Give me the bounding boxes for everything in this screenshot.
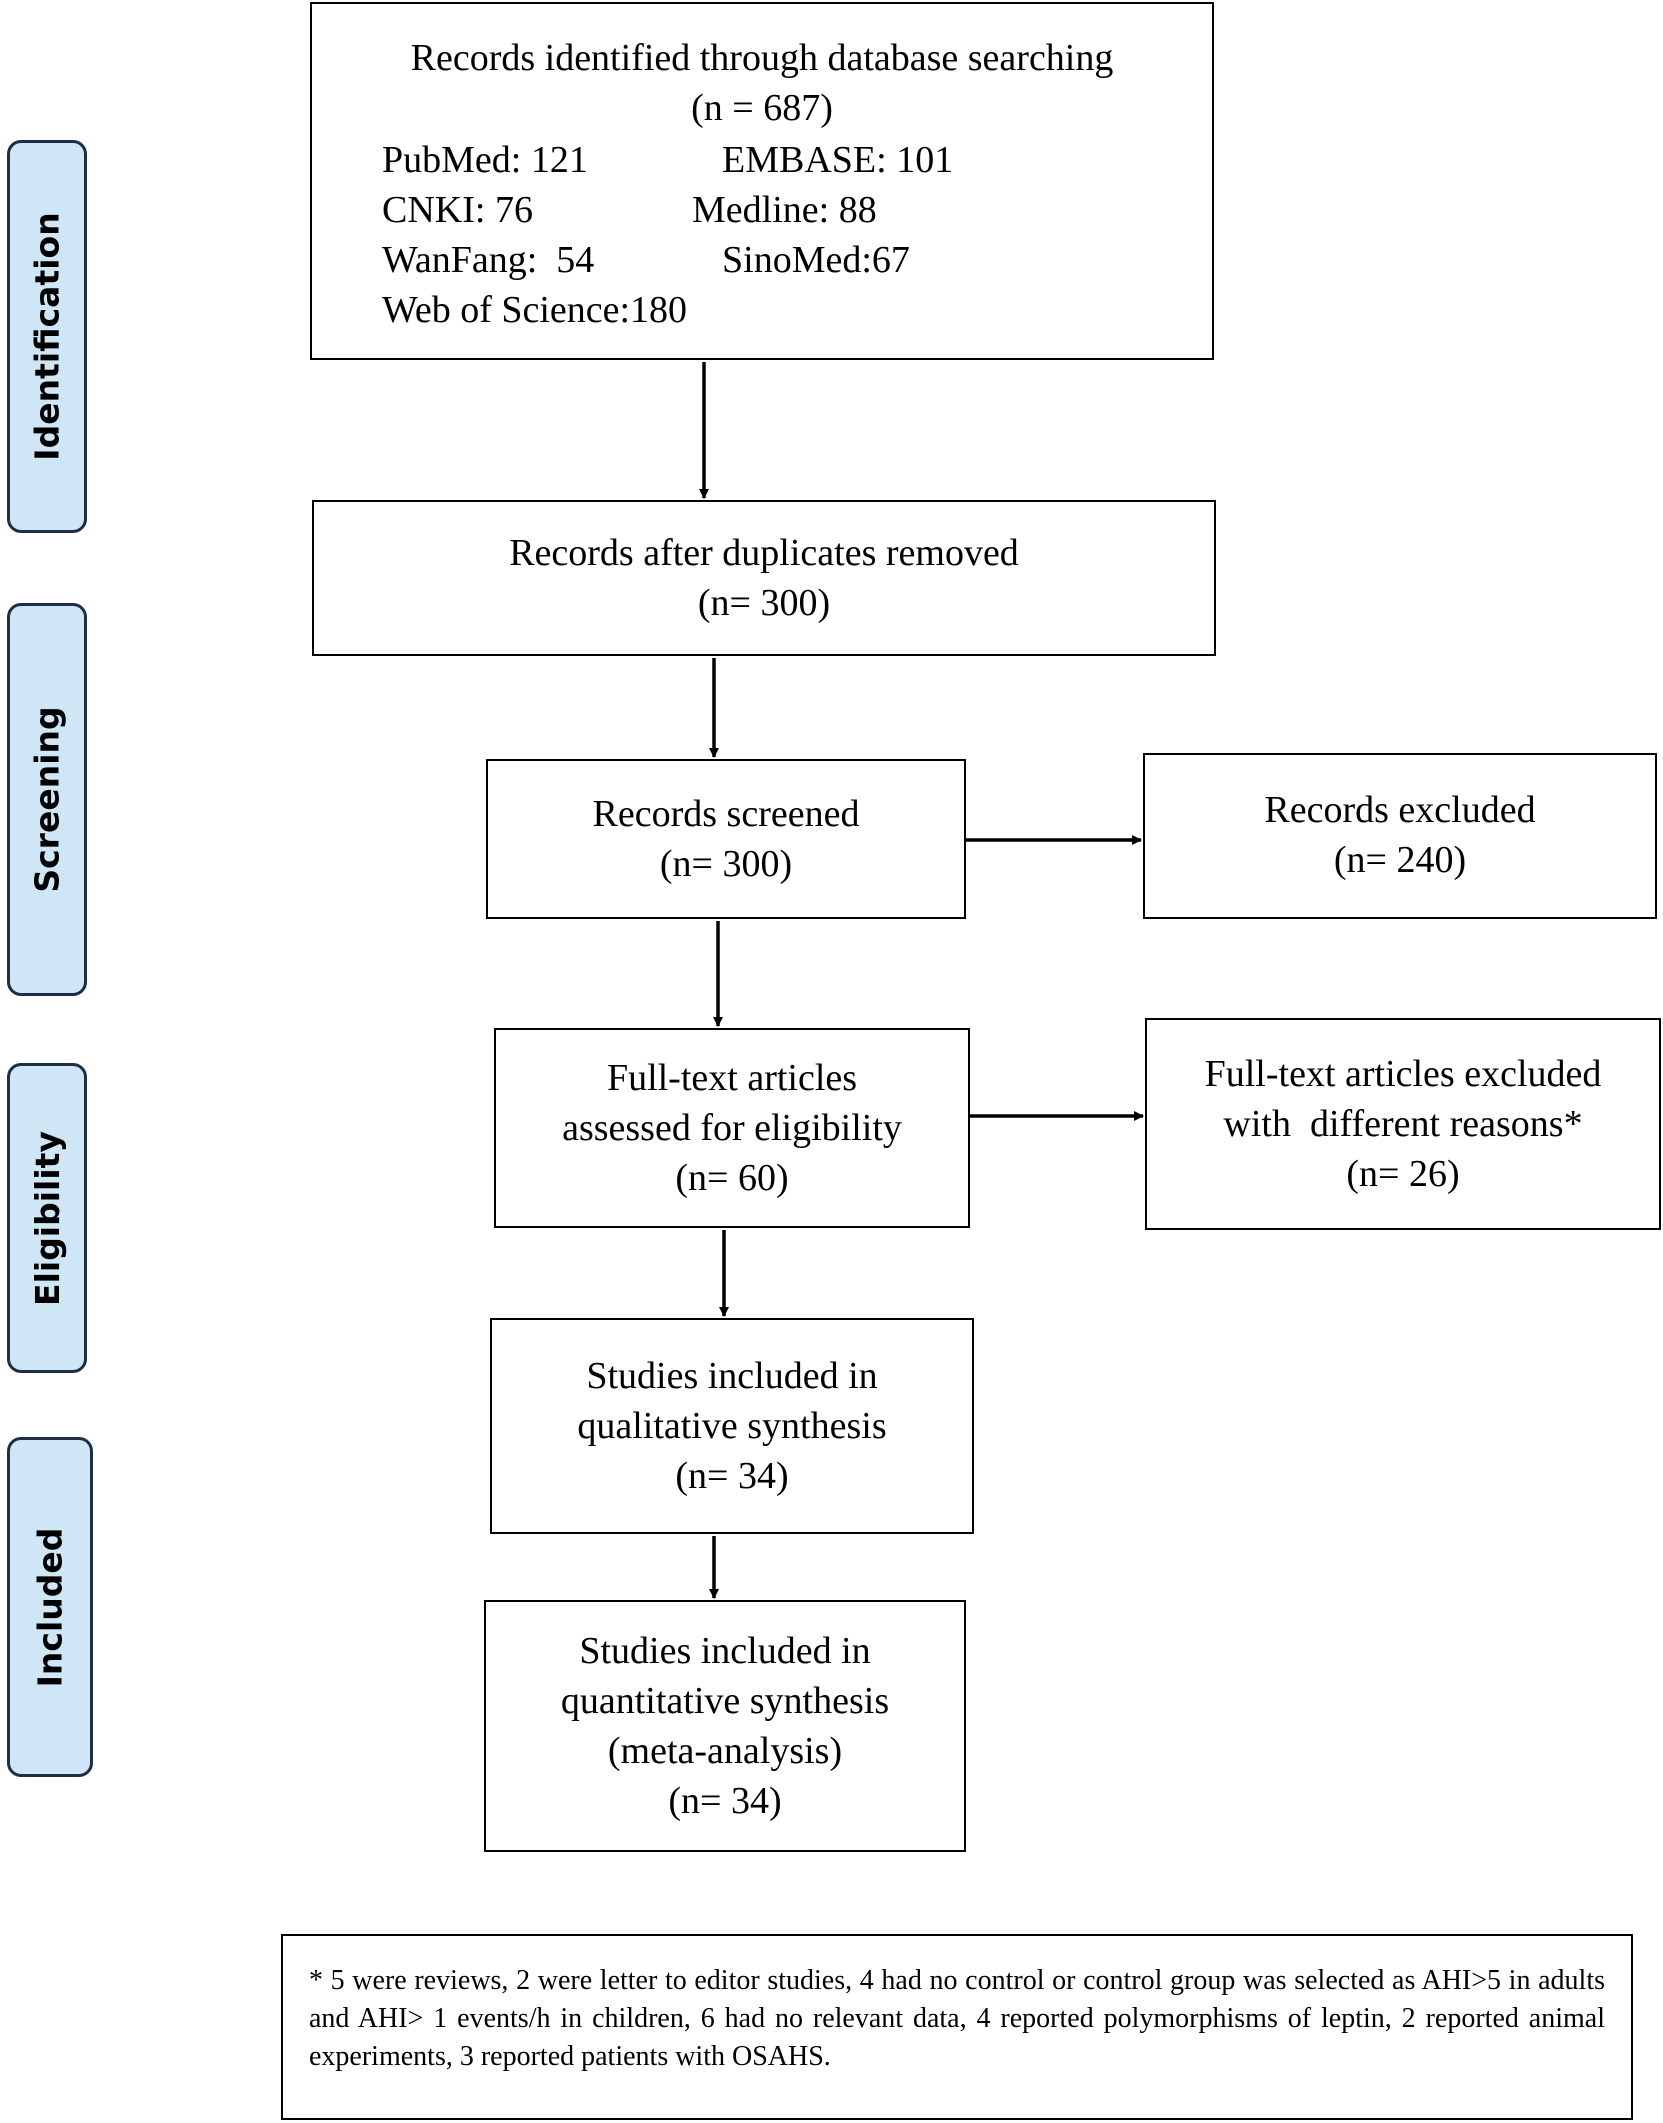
- database-web-of-science: Web of Science:180: [382, 289, 688, 331]
- records-excluded-title: Records excluded: [1264, 789, 1536, 831]
- records-excluded-box: Records excluded (n= 240): [1143, 753, 1657, 919]
- database-pubmed: PubMed: 121: [382, 139, 588, 181]
- phase-identification: Identification: [7, 140, 87, 533]
- exclusion-footnote-text: * 5 were reviews, 2 were letter to edito…: [309, 1965, 1605, 2072]
- duplicates-removed-box: Records after duplicates removed (n= 300…: [312, 500, 1216, 656]
- duplicates-removed-title: Records after duplicates removed: [509, 532, 1019, 574]
- quantitative-synthesis-line2: quantitative synthesis: [560, 1680, 890, 1722]
- phase-included: Included: [7, 1437, 93, 1777]
- fulltext-excluded-box: Full-text articles excluded with differe…: [1145, 1018, 1661, 1230]
- phase-screening: Screening: [7, 603, 87, 996]
- duplicates-removed-count: (n= 300): [697, 582, 831, 624]
- exclusion-footnote: * 5 were reviews, 2 were letter to edito…: [281, 1934, 1633, 2120]
- database-sinomed: SinoMed:67: [722, 239, 910, 281]
- records-screened-box: Records screened (n= 300): [486, 759, 966, 919]
- fulltext-assessed-line2: assessed for eligibility: [562, 1107, 902, 1149]
- database-wanfang: WanFang: 54: [382, 239, 595, 281]
- fulltext-assessed-count: (n= 60): [675, 1157, 789, 1199]
- fulltext-assessed-box: Full-text articles assessed for eligibil…: [494, 1028, 970, 1228]
- records-screened-title: Records screened: [592, 793, 860, 835]
- quantitative-synthesis-box: Studies included in quantitative synthes…: [484, 1600, 966, 1852]
- fulltext-excluded-line2: with different reasons*: [1223, 1103, 1583, 1145]
- database-cnki: CNKI: 76: [382, 189, 533, 231]
- quantitative-synthesis-count: (n= 34): [668, 1780, 782, 1822]
- identified-records-count: (n = 687): [691, 87, 833, 129]
- quantitative-synthesis-line3: (meta-analysis): [607, 1730, 843, 1772]
- phase-eligibility: Eligibility: [7, 1063, 87, 1373]
- database-embase: EMBASE: 101: [722, 139, 954, 181]
- fulltext-assessed-line1: Full-text articles: [606, 1057, 858, 1099]
- qualitative-synthesis-count: (n= 34): [675, 1455, 789, 1497]
- identified-records-title: Records identified through database sear…: [410, 37, 1114, 79]
- database-medline: Medline: 88: [692, 189, 877, 231]
- fulltext-excluded-count: (n= 26): [1346, 1153, 1460, 1195]
- fulltext-excluded-line1: Full-text articles excluded: [1204, 1053, 1602, 1095]
- identified-records-box: Records identified through database sear…: [310, 2, 1214, 360]
- quantitative-synthesis-line1: Studies included in: [579, 1630, 871, 1672]
- qualitative-synthesis-line1: Studies included in: [586, 1355, 878, 1397]
- qualitative-synthesis-box: Studies included in qualitative synthesi…: [490, 1318, 974, 1534]
- qualitative-synthesis-line2: qualitative synthesis: [577, 1405, 887, 1447]
- records-screened-count: (n= 300): [659, 843, 793, 885]
- database-list: PubMed: 121 EMBASE: 101 CNKI: 76 Medline…: [312, 135, 1212, 335]
- records-excluded-count: (n= 240): [1333, 839, 1467, 881]
